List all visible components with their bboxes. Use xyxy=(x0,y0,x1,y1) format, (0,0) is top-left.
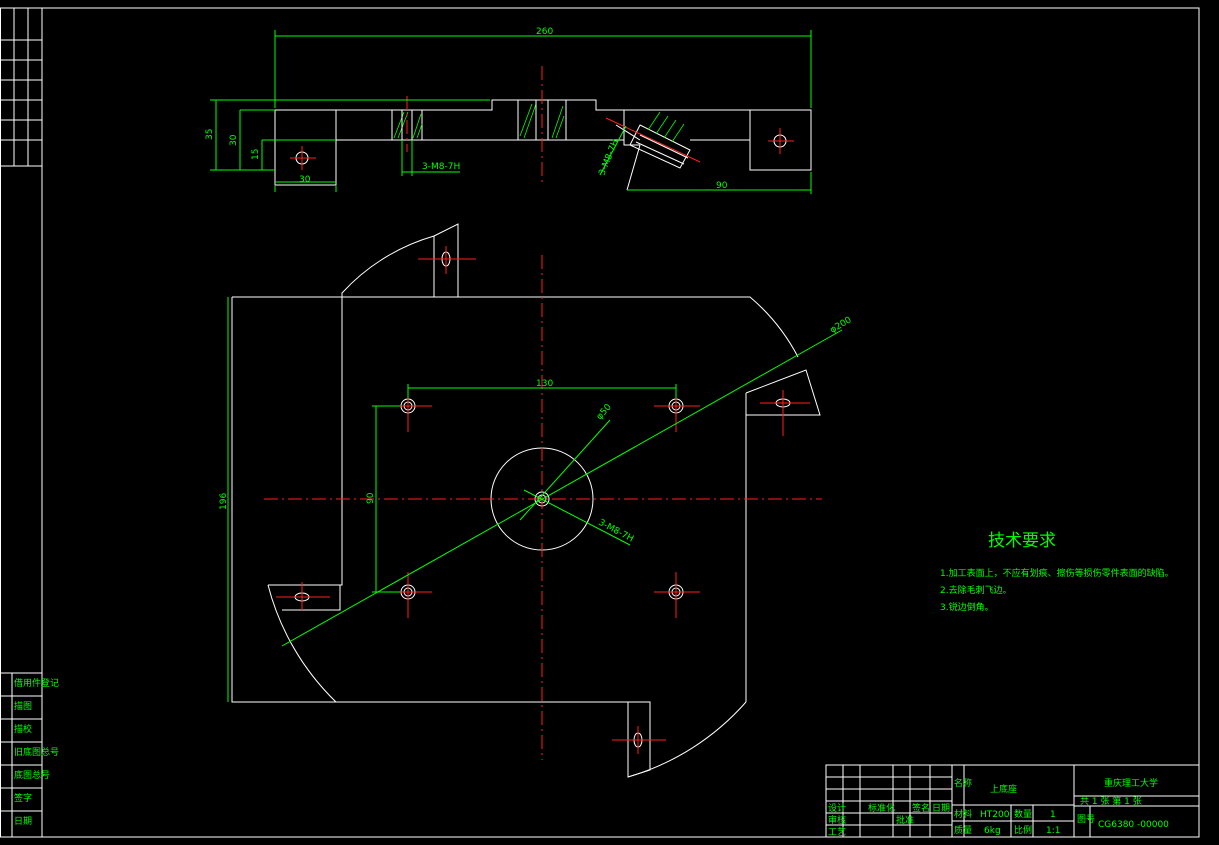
tb-material-label: 材料 xyxy=(954,808,972,820)
tb-sheet-info: 共 1 张 第 1 张 xyxy=(1080,795,1142,807)
tb-process-label: 工艺 xyxy=(828,827,846,838)
dim-90-vertical: 90 xyxy=(366,492,376,504)
margin-label-2: 描校 xyxy=(14,723,32,735)
tb-scale-label: 比例 xyxy=(1014,824,1032,836)
dim-130: 130 xyxy=(536,379,553,389)
tb-school: 重庆理工大学 xyxy=(1104,777,1158,789)
margin-label-1: 描图 xyxy=(14,700,32,712)
technical-requirements: 技术要求 1.加工表面上，不应有划痕、擦伤等损伤零件表面的缺陷。 2.去除毛刺飞… xyxy=(940,531,1174,613)
margin-label-3: 旧底图总号 xyxy=(14,746,59,758)
dim-dia-50: φ50 xyxy=(595,402,614,422)
margin-label-4: 底图总号 xyxy=(14,769,50,781)
title-block: 设计 审核 工艺 标准化 批准 签名 日期 名称 材料 质量 上底座 HT200… xyxy=(825,764,1200,838)
dim-196: 196 xyxy=(219,493,229,510)
tb-check-label: 审核 xyxy=(828,814,846,826)
tb-sheet-label: 图号 xyxy=(1077,814,1095,825)
left-margin-grid-bottom: 借用件登记 描图 描校 旧底图总号 底图总号 签字 日期 xyxy=(0,672,59,838)
tb-drawing-number: CG6380 -00000 xyxy=(1098,820,1169,830)
dim-90: 90 xyxy=(716,181,728,191)
dim-260: 260 xyxy=(536,27,553,37)
tech-req-title: 技术要求 xyxy=(988,531,1056,551)
tb-sign-label: 签名 xyxy=(912,802,930,814)
dim-15: 15 xyxy=(251,149,261,160)
tech-req-item-3: 3.锐边倒角。 xyxy=(940,601,994,613)
margin-label-5: 签字 xyxy=(14,792,32,804)
left-margin-grid-top xyxy=(0,7,43,167)
tb-material: HT200 xyxy=(980,810,1010,820)
tech-req-item-1: 1.加工表面上，不应有划痕、擦伤等损伤零件表面的缺陷。 xyxy=(940,567,1174,579)
tb-date-label: 日期 xyxy=(932,803,950,814)
tb-part-name: 上底座 xyxy=(990,783,1017,795)
tb-std-label: 标准化 xyxy=(868,802,895,814)
thread-left-label: 3-M8-7H xyxy=(422,162,460,172)
dim-dia-200: φ200 xyxy=(829,315,854,335)
front-section-view: 260 35 30 15 30 3-M8-7H 3-M8-7H 90 xyxy=(205,27,812,194)
tb-name-label: 名称 xyxy=(954,777,972,789)
tb-weight-label: 质量 xyxy=(954,824,972,836)
tb-qty-label: 数量 xyxy=(1014,808,1032,820)
plan-view: 130 90 196 φ200 φ50 3-M8-7H xyxy=(219,223,854,778)
margin-label-0: 借用件登记 xyxy=(14,677,59,689)
margin-label-6: 日期 xyxy=(14,816,32,827)
tb-weight: 6kg xyxy=(984,826,1001,836)
tb-approve-label: 批准 xyxy=(896,814,914,826)
dim-30-tab: 30 xyxy=(299,175,311,185)
dim-30: 30 xyxy=(229,134,239,146)
thread-right-label: 3-M8-7H xyxy=(598,138,622,177)
dim-35: 35 xyxy=(205,129,215,140)
tb-scale: 1:1 xyxy=(1046,826,1060,836)
tech-req-item-2: 2.去除毛刺飞边。 xyxy=(940,584,1012,596)
tb-qty: 1 xyxy=(1050,810,1056,820)
tb-design-label: 设计 xyxy=(828,802,846,814)
drawing-frame xyxy=(41,7,1200,838)
